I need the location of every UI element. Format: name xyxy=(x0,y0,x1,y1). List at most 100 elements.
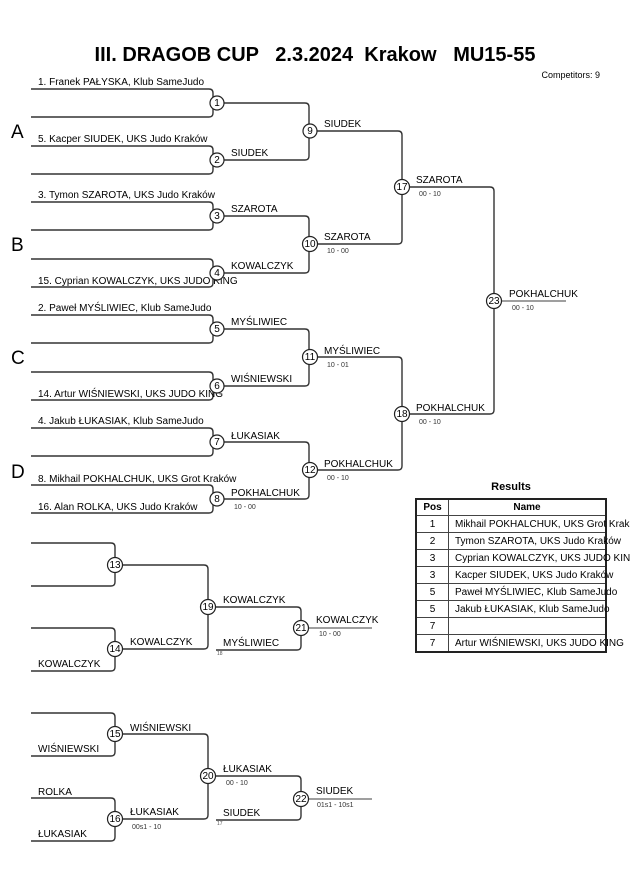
entry-5: 5. Kacper SIUDEK, UKS Judo Kraków xyxy=(38,134,208,145)
rep-score-21: 10 - 00 xyxy=(319,631,341,638)
score-match-18: 00 - 10 xyxy=(419,419,441,426)
winner-match-12: POKHALCHUK xyxy=(324,459,393,470)
result-name xyxy=(448,617,607,635)
match-3[interactable]: 3 xyxy=(209,208,225,224)
svg-text:7: 7 xyxy=(214,437,220,448)
rep-score-16: 00s1 - 10 xyxy=(132,824,161,831)
entry-1: 1. Franek PAŁYSKA, Klub SameJudo xyxy=(38,77,204,88)
match-circles: 1 2 3 4 5 6 7 8 9 10 11 12 17 18 23 13 1… xyxy=(106,95,503,828)
result-pos: 5 xyxy=(415,583,449,601)
match-13[interactable]: 13 xyxy=(106,556,124,574)
svg-text:16: 16 xyxy=(109,814,121,825)
match-20[interactable]: 20 xyxy=(199,767,217,785)
pool-label-a: A xyxy=(11,122,24,143)
repechage-labels: KOWALCZYK WIŚNIEWSKI ROLKA ŁUKASIAK KOWA… xyxy=(38,595,379,840)
rep-loser-18: MYŚLIWIEC xyxy=(223,636,279,649)
rep-loser-17-ref: 17 xyxy=(217,821,223,827)
round3-lines xyxy=(317,130,403,471)
results-header-row: Pos Name xyxy=(415,498,607,516)
rep-score-22: 01s1 - 10s1 xyxy=(317,802,354,809)
score-match-8: 10 - 00 xyxy=(234,504,256,511)
result-pos: 7 xyxy=(415,634,449,653)
svg-text:10: 10 xyxy=(304,239,316,250)
rep-loser-17: SIUDEK xyxy=(223,808,261,819)
match-6[interactable]: 6 xyxy=(209,378,225,394)
svg-text:8: 8 xyxy=(214,494,220,505)
round2-lines xyxy=(223,102,310,500)
pool-label-d: D xyxy=(11,462,25,483)
svg-text:14: 14 xyxy=(109,644,121,655)
rep-winner-22: SIUDEK xyxy=(316,786,354,797)
entry-8: 8. Mikhail POKHALCHUK, UKS Grot Kraków xyxy=(38,474,237,485)
winner-match-4: KOWALCZYK xyxy=(231,261,294,272)
match-23[interactable]: 23 xyxy=(485,292,503,310)
result-pos: 2 xyxy=(415,532,449,550)
rep-16-top: ROLKA xyxy=(38,787,72,798)
svg-text:1: 1 xyxy=(214,98,220,109)
result-name: Paweł MYŚLIWIEC, Klub SameJudo xyxy=(448,583,617,601)
winner-match-5: MYŚLIWIEC xyxy=(231,315,287,328)
match-16[interactable]: 16 xyxy=(106,810,124,828)
match-18[interactable]: 18 xyxy=(393,405,411,423)
match-22[interactable]: 22 xyxy=(292,790,310,808)
rep-winner-21: KOWALCZYK xyxy=(316,615,379,626)
match-8[interactable]: 8 xyxy=(209,491,225,507)
entries: 1. Franek PAŁYSKA, Klub SameJudo 5. Kacp… xyxy=(38,77,238,513)
match-4[interactable]: 4 xyxy=(209,265,225,281)
svg-text:17: 17 xyxy=(396,182,408,193)
rep-winner-20: ŁUKASIAK xyxy=(223,764,272,775)
match-21[interactable]: 21 xyxy=(292,619,310,637)
match-17[interactable]: 17 xyxy=(393,178,411,196)
winner-match-2: SIUDEK xyxy=(231,148,269,159)
score-final: 00 - 10 xyxy=(512,305,534,312)
match-7[interactable]: 7 xyxy=(209,434,225,450)
entry-3: 3. Tymon SZAROTA, UKS Judo Kraków xyxy=(38,190,216,201)
match-19[interactable]: 19 xyxy=(199,598,217,616)
match-15[interactable]: 15 xyxy=(106,725,124,743)
entry-16: 16. Alan ROLKA, UKS Judo Kraków xyxy=(38,502,198,513)
result-name: Tymon SZAROTA, UKS Judo Kraków xyxy=(448,532,621,550)
rep-score-20: 00 - 10 xyxy=(226,780,248,787)
svg-text:23: 23 xyxy=(488,296,500,307)
match-12[interactable]: 12 xyxy=(301,461,319,479)
winner-final: POKHALCHUK xyxy=(509,289,578,300)
match-5[interactable]: 5 xyxy=(209,321,225,337)
winner-match-9: SIUDEK xyxy=(324,119,362,130)
match-11[interactable]: 11 xyxy=(301,348,319,366)
svg-text:22: 22 xyxy=(295,794,307,805)
match-9[interactable]: 9 xyxy=(302,123,318,139)
match-2[interactable]: 2 xyxy=(209,152,225,168)
svg-text:13: 13 xyxy=(109,560,121,571)
pool-label-b: B xyxy=(11,235,24,256)
winner-labels: SIUDEK SZAROTA KOWALCZYK MYŚLIWIEC WIŚNI… xyxy=(231,119,578,511)
match-10[interactable]: 10 xyxy=(301,235,319,253)
rep-14-bottom: KOWALCZYK xyxy=(38,659,101,670)
result-name: Cyprian KOWALCZYK, UKS JUDO KING xyxy=(448,549,630,567)
match-1[interactable]: 1 xyxy=(209,95,225,111)
winner-match-10: SZAROTA xyxy=(324,232,371,243)
result-name: Kacper SIUDEK, UKS Judo Kraków xyxy=(448,566,613,584)
entry-14: 14. Artur WIŚNIEWSKI, UKS JUDO KING xyxy=(38,387,223,400)
result-pos: 1 xyxy=(415,515,449,533)
table-row: 7 xyxy=(415,617,607,635)
column-header-name: Name xyxy=(448,498,607,516)
winner-match-6: WIŚNIEWSKI xyxy=(231,372,292,385)
svg-text:2: 2 xyxy=(214,155,220,166)
column-header-pos: Pos xyxy=(415,498,449,516)
match-14[interactable]: 14 xyxy=(106,640,124,658)
svg-text:21: 21 xyxy=(295,623,307,634)
score-match-10: 10 - 00 xyxy=(327,248,349,255)
svg-text:18: 18 xyxy=(396,409,408,420)
repechage-lines xyxy=(31,542,372,842)
rep-16-bottom: ŁUKASIAK xyxy=(38,829,87,840)
svg-text:20: 20 xyxy=(202,771,214,782)
winner-match-3: SZAROTA xyxy=(231,204,278,215)
entry-2: 2. Paweł MYŚLIWIEC, Klub SameJudo xyxy=(38,301,212,314)
